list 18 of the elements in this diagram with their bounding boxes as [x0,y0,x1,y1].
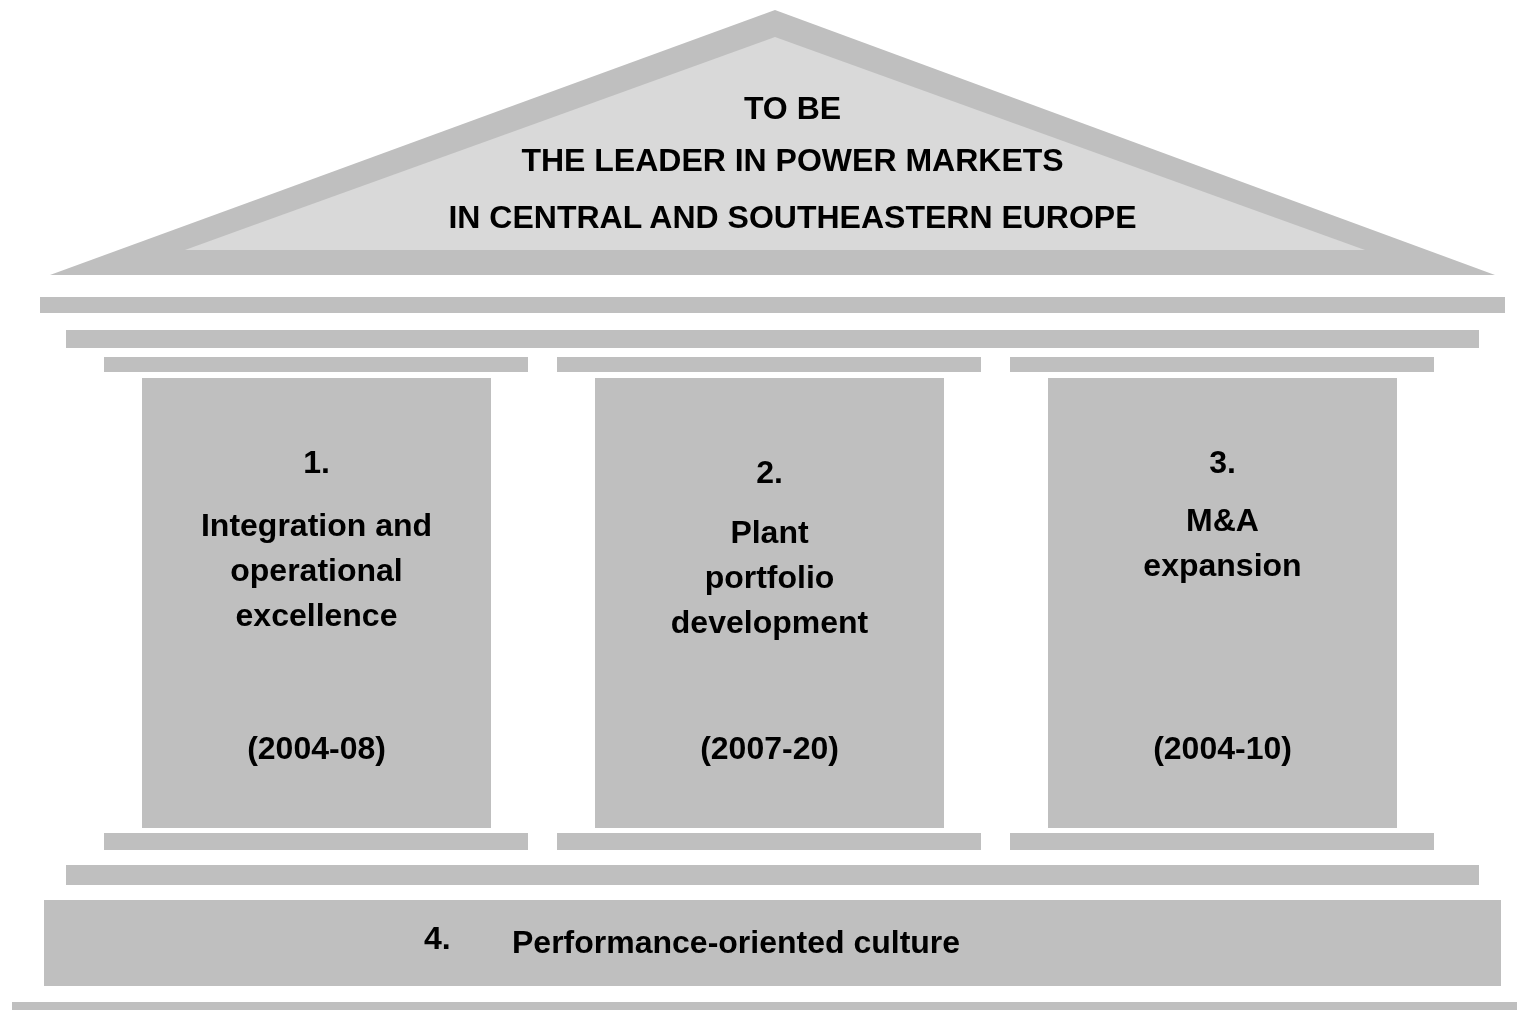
foundation-panel [44,900,1501,986]
vision-heading: THE LEADER IN POWER MARKETS [520,141,1065,180]
number-label: 1. [302,443,331,482]
number-label: 4. [424,919,451,958]
pillar-title: M&A expansion [1142,501,1303,585]
pillar-panel [595,378,944,828]
vision-heading: IN CENTRAL AND SOUTHEASTERN EUROPE [447,198,1138,237]
number-label: 3. [1208,443,1237,482]
pillar-title: Integration and operational excellence [199,506,434,635]
pillar-panel [1048,378,1397,828]
pillar-title: Plant portfolio development [669,513,870,642]
period-label: (2007-20) [699,729,840,768]
period-label: (2004-08) [246,729,387,768]
period-label: (2004-10) [1152,729,1293,768]
foundation-title: Performance-oriented culture [512,923,961,962]
pillar-panel [142,378,491,828]
number-label: 2. [755,453,784,492]
vision-heading: TO BE [742,89,843,128]
